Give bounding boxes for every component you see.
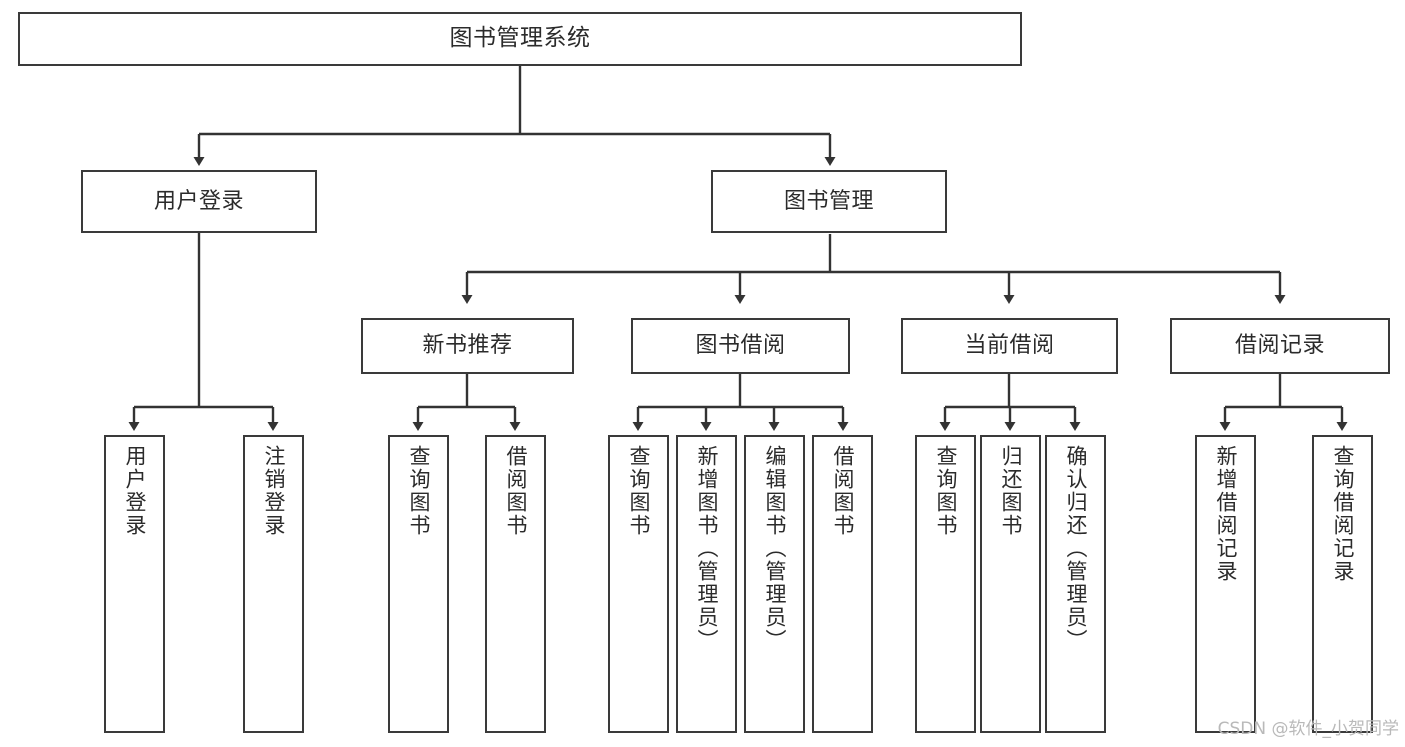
leaf-user-login-signout[interactable]: 注销登录 <box>243 435 304 733</box>
node-label: 查询借阅记录 <box>1331 445 1355 583</box>
leaf-record-query[interactable]: 查询借阅记录 <box>1312 435 1373 733</box>
node-label: 新增借阅记录 <box>1214 445 1238 583</box>
node-label: 图书管理系统 <box>449 25 591 52</box>
node-label: 图书借阅 <box>695 333 786 359</box>
node-book-borrow[interactable]: 图书借阅 <box>631 318 850 374</box>
node-label: 查询图书 <box>934 445 958 537</box>
node-root-system[interactable]: 图书管理系统 <box>18 12 1022 66</box>
node-label: 查询图书 <box>627 445 651 537</box>
node-label: 借阅记录 <box>1234 333 1325 359</box>
node-label: 归还图书 <box>999 445 1023 537</box>
leaf-current-query-book[interactable]: 查询图书 <box>915 435 976 733</box>
node-book-management[interactable]: 图书管理 <box>711 170 947 233</box>
leaf-record-add[interactable]: 新增借阅记录 <box>1195 435 1256 733</box>
leaf-user-login-signin[interactable]: 用户登录 <box>104 435 165 733</box>
node-new-book-recommend[interactable]: 新书推荐 <box>361 318 574 374</box>
node-label: 注销登录 <box>262 445 286 537</box>
node-label: 新增图书（管理员） <box>695 445 719 652</box>
node-label: 图书管理 <box>783 188 874 214</box>
node-user-login[interactable]: 用户登录 <box>81 170 317 233</box>
leaf-new-book-borrow[interactable]: 借阅图书 <box>485 435 546 733</box>
node-label: 新书推荐 <box>422 333 513 359</box>
node-label: 用户登录 <box>123 445 147 537</box>
node-label: 借阅图书 <box>504 445 528 537</box>
node-current-borrow[interactable]: 当前借阅 <box>901 318 1118 374</box>
node-label: 确认归还（管理员） <box>1064 445 1088 652</box>
node-label: 借阅图书 <box>831 445 855 537</box>
leaf-current-confirm-return-admin[interactable]: 确认归还（管理员） <box>1045 435 1106 733</box>
leaf-borrow-edit-book-admin[interactable]: 编辑图书（管理员） <box>744 435 805 733</box>
node-label: 编辑图书（管理员） <box>763 445 787 652</box>
leaf-current-return-book[interactable]: 归还图书 <box>980 435 1041 733</box>
leaf-borrow-borrow-book[interactable]: 借阅图书 <box>812 435 873 733</box>
leaf-new-book-query[interactable]: 查询图书 <box>388 435 449 733</box>
node-label: 当前借阅 <box>964 333 1055 359</box>
node-borrow-record[interactable]: 借阅记录 <box>1170 318 1390 374</box>
node-label: 用户登录 <box>153 188 244 214</box>
node-label: 查询图书 <box>407 445 431 537</box>
leaf-borrow-add-book-admin[interactable]: 新增图书（管理员） <box>676 435 737 733</box>
leaf-borrow-query-book[interactable]: 查询图书 <box>608 435 669 733</box>
